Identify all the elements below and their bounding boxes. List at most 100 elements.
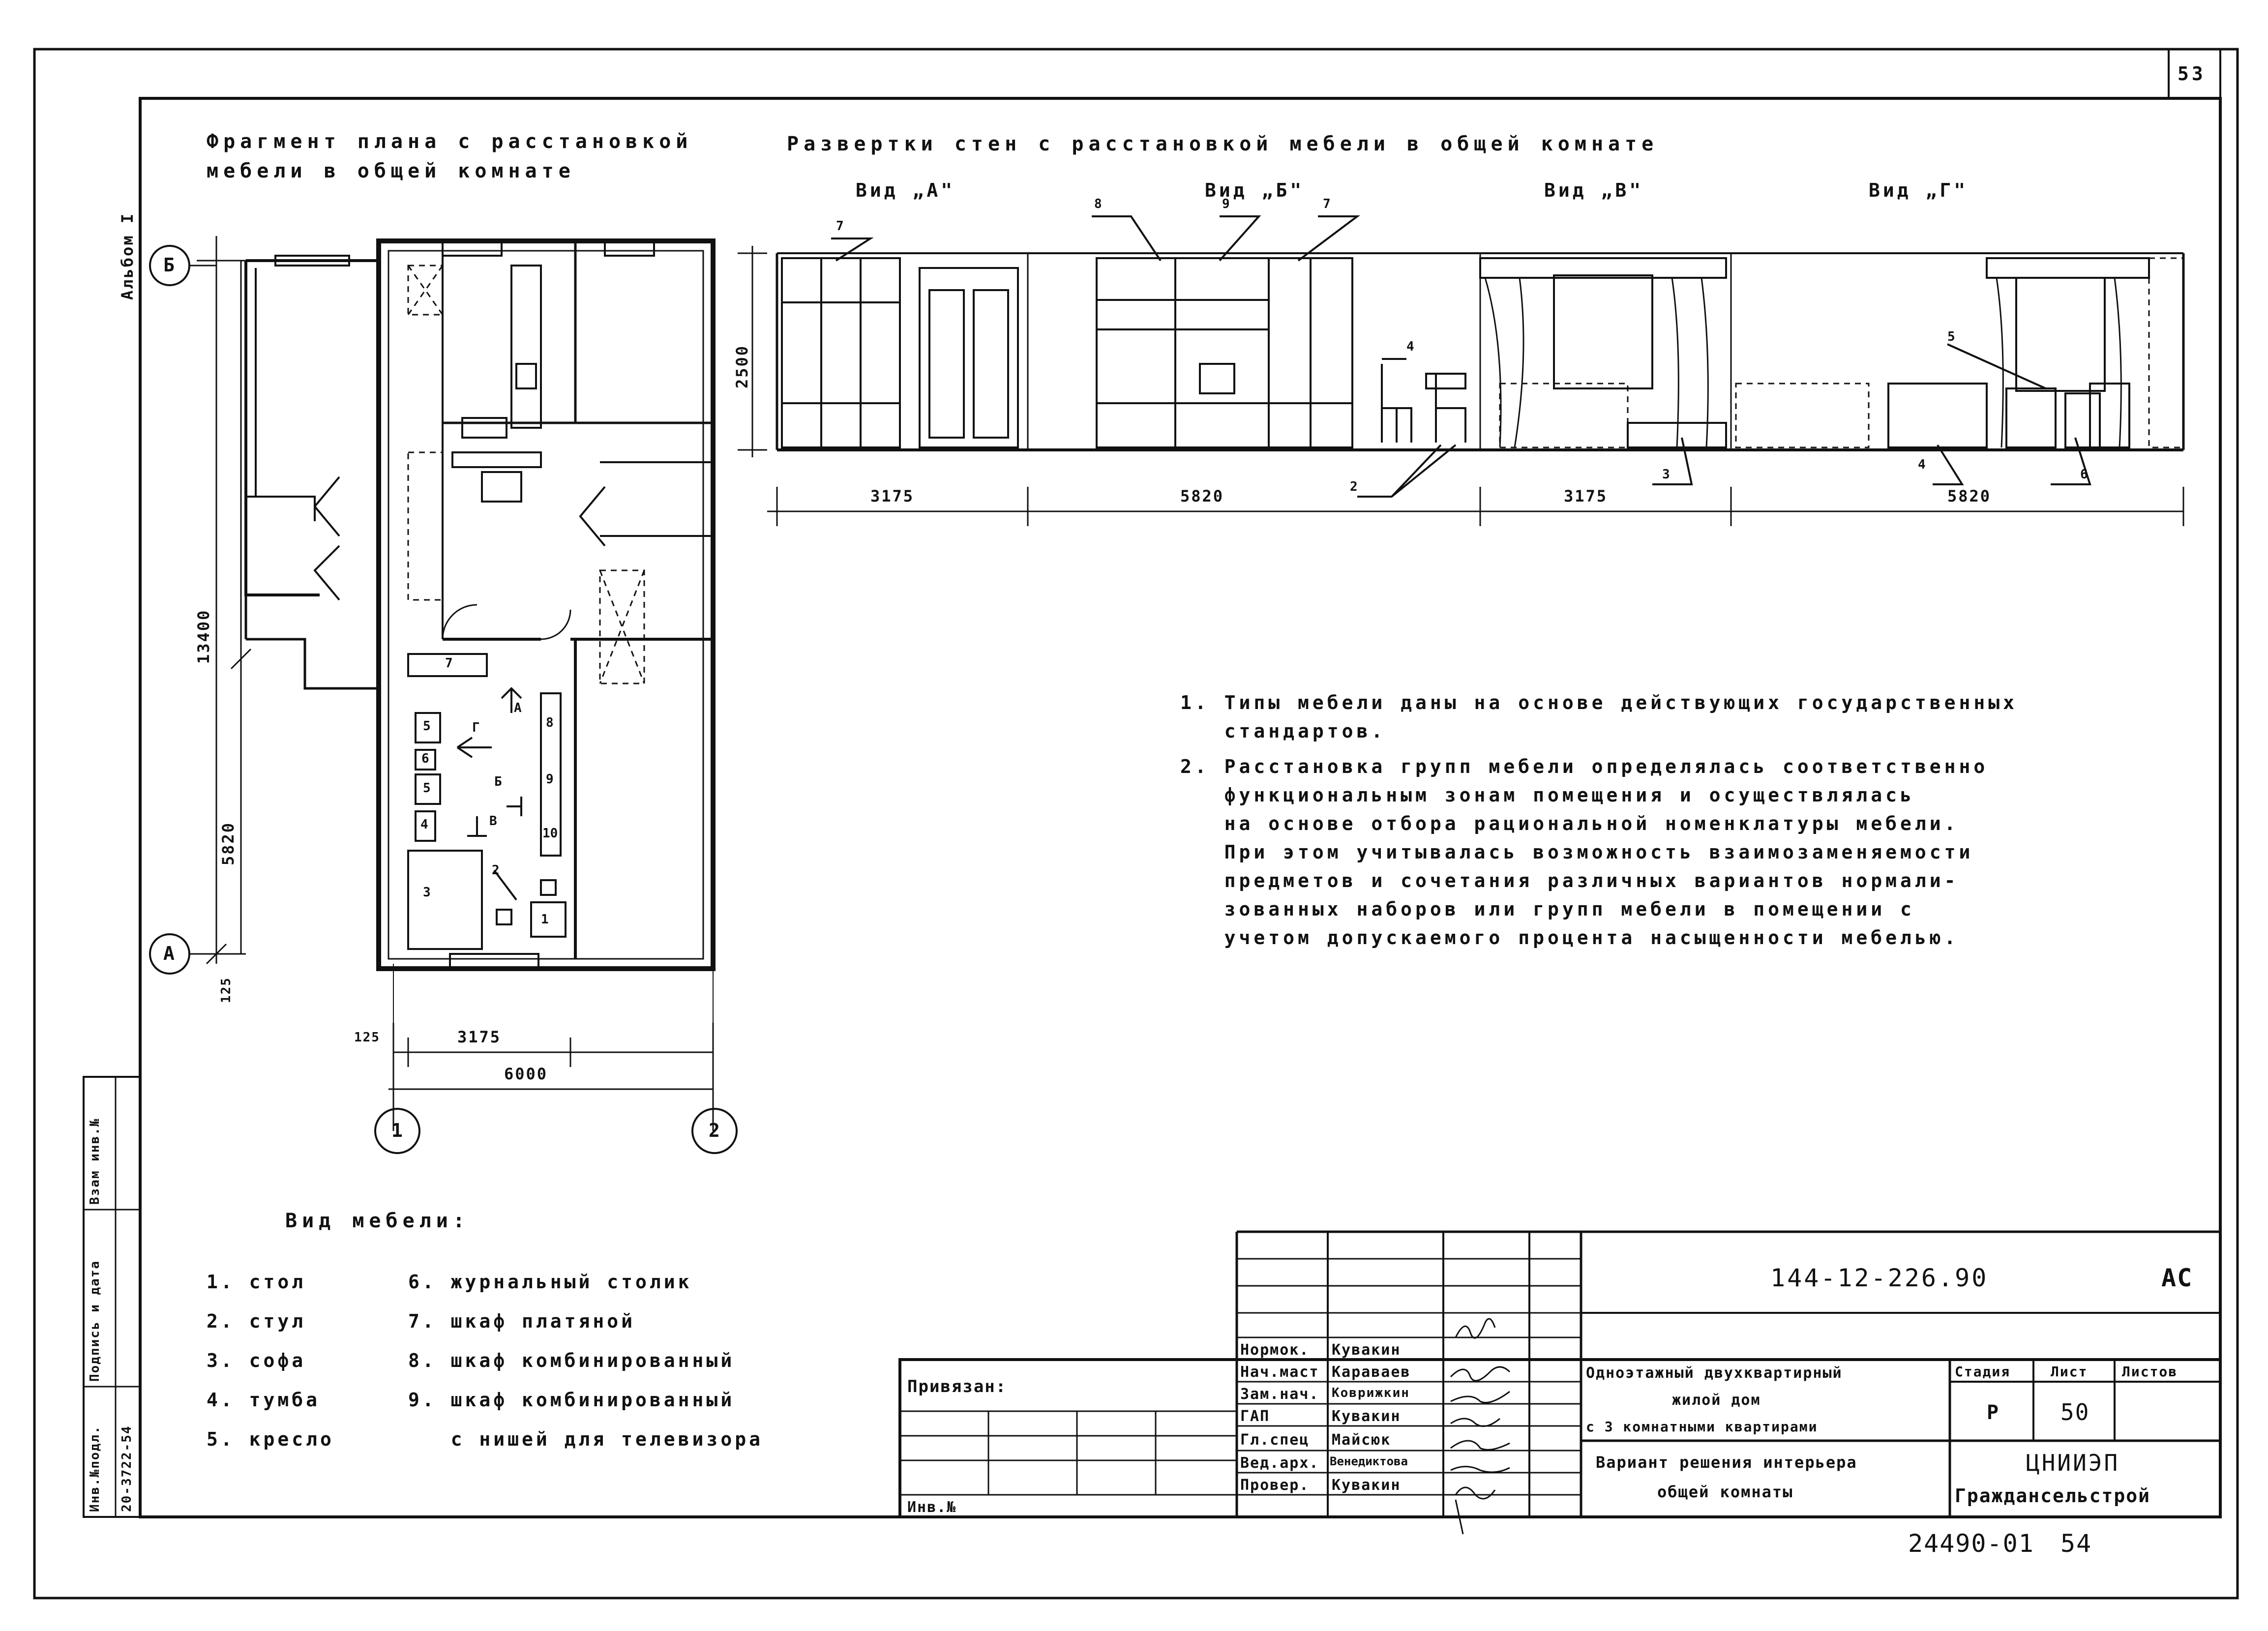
plan-mark: 3 xyxy=(423,885,432,900)
dim-5820: 5820 xyxy=(219,821,238,865)
elevation-callout: 5 xyxy=(1947,329,1956,344)
note-2: 2. Расстановка групп мебели определялась… xyxy=(1180,756,1989,949)
elevation-callout: 6 xyxy=(2080,467,2089,482)
view-mark-a: А xyxy=(514,701,523,715)
plan-mark: 2 xyxy=(492,863,501,878)
view-mark-g: Г xyxy=(472,720,481,735)
sheet-value: 50 xyxy=(2060,1399,2090,1425)
legend-title: Вид мебели: xyxy=(285,1210,470,1232)
person-name: Кувакин xyxy=(1332,1341,1401,1359)
legend-item: 5. кресло xyxy=(207,1428,334,1450)
role-label: Нач.маст xyxy=(1240,1364,1319,1381)
elevation-callout: 3 xyxy=(1662,467,1671,482)
plan-mark: 7 xyxy=(445,656,454,671)
role-label: ГАП xyxy=(1240,1408,1270,1425)
legend-item: 6. журнальный столик xyxy=(408,1271,692,1293)
elevation-dim: 3175 xyxy=(1564,487,1608,505)
album-label: Альбом I xyxy=(118,212,137,300)
person-name: Кувакин xyxy=(1332,1408,1401,1425)
dim-125-bottom: 125 xyxy=(354,1030,380,1045)
stage-value: Р xyxy=(1987,1401,2000,1424)
plan-mark: 9 xyxy=(546,772,555,787)
legend-item: 8. шкаф комбинированный xyxy=(408,1350,735,1371)
elevation-callout: 4 xyxy=(1406,339,1415,354)
doc-code: 144-12-226.90 xyxy=(1770,1264,1989,1292)
floor-plan xyxy=(244,238,716,971)
legend-item: 9. шкаф комбинированный xyxy=(408,1389,735,1411)
axis-2-label: 2 xyxy=(709,1120,720,1141)
stage-label: Стадия xyxy=(1955,1364,2011,1380)
view-g-title: Вид „Г" xyxy=(1869,179,1969,201)
wall-elevations xyxy=(776,215,2185,498)
person-name: Кувакин xyxy=(1332,1477,1401,1494)
org-line1: ЦНИИЭП xyxy=(2026,1450,2120,1476)
view-mark-b: Б xyxy=(494,774,503,789)
project-line2: жилой дом xyxy=(1672,1392,1761,1409)
elevation-callout: 4 xyxy=(1918,457,1927,472)
stamp-vzam: Взам инв.№ xyxy=(88,1118,102,1205)
role-label: Нормок. xyxy=(1240,1341,1310,1359)
plan-mark: 8 xyxy=(546,715,555,730)
view-b-title: Вид „Б" xyxy=(1205,179,1305,201)
stamp-sign-date: Подпись и дата xyxy=(88,1260,102,1382)
stamp-inv-value: 20-3722-54 xyxy=(119,1425,134,1512)
person-name: Коврижкин xyxy=(1332,1386,1410,1400)
sheet-label: Лист xyxy=(2051,1364,2088,1380)
plan-mark: 5 xyxy=(423,781,432,796)
view-a-title: Вид „А" xyxy=(856,179,955,201)
dim-6000: 6000 xyxy=(504,1065,548,1083)
elevation-callout: 7 xyxy=(1323,197,1332,211)
elevation-callout: 7 xyxy=(836,219,845,234)
legend-item: 4. тумба xyxy=(207,1389,321,1411)
sheet-number: 53 xyxy=(2178,63,2206,85)
note-1: 1. Типы мебели даны на основе действующи… xyxy=(1180,692,2018,742)
elevation-callout: 8 xyxy=(1094,197,1103,211)
signatures xyxy=(1450,1318,1511,1535)
legend-item: 2. стул xyxy=(207,1310,306,1332)
sheet-title-line2: общей комнаты xyxy=(1657,1483,1793,1501)
role-label: Провер. xyxy=(1240,1477,1310,1494)
role-label: Зам.нач. xyxy=(1240,1386,1319,1403)
legend-item: 3. софа xyxy=(207,1350,306,1371)
org-line2: Граждансельстрой xyxy=(1955,1485,2151,1507)
person-name: Майсюк xyxy=(1332,1431,1391,1449)
role-label: Гл.спец xyxy=(1240,1431,1310,1449)
view-v-title: Вид „В" xyxy=(1544,179,1644,201)
sheets-label: Листов xyxy=(2122,1364,2178,1380)
person-name: Венедиктова xyxy=(1330,1454,1408,1468)
plan-title-line1: Фрагмент плана с расстановкой xyxy=(207,130,693,153)
footer-code: 24490-01 xyxy=(1908,1529,2034,1558)
axis-b-label: Б xyxy=(163,254,175,276)
doc-mark: АС xyxy=(2161,1264,2193,1292)
sheet-title-line1: Вариант решения интерьера xyxy=(1596,1453,1857,1472)
dim-3175: 3175 xyxy=(457,1028,502,1046)
project-line1: Одноэтажный двухквартирный xyxy=(1586,1364,1843,1382)
elevation-callout: 2 xyxy=(1350,479,1359,494)
stamp-inv-orig: Инв.№подл. xyxy=(88,1425,102,1512)
legend-item: с нишей для телевизора xyxy=(408,1428,763,1450)
legend-item: 1. стол xyxy=(207,1271,306,1293)
elevation-dim: 5820 xyxy=(1947,487,1992,505)
dim-125-left: 125 xyxy=(219,977,234,1003)
plan-mark: 5 xyxy=(423,719,432,734)
elevation-callout: 9 xyxy=(1222,197,1231,211)
plan-mark: 1 xyxy=(541,912,550,927)
privyazan-label: Привязан: xyxy=(907,1377,1007,1396)
plan-mark: 4 xyxy=(420,817,429,832)
plan-mark: 6 xyxy=(421,751,430,766)
elevation-height-dim: 2500 xyxy=(733,344,751,388)
legend-item: 7. шкаф платяной xyxy=(408,1310,636,1332)
footer-page: 54 xyxy=(2060,1529,2092,1558)
elevation-dim: 3175 xyxy=(870,487,915,505)
elevation-dim: 5820 xyxy=(1180,487,1224,505)
axis-1-label: 1 xyxy=(391,1120,403,1141)
inv-no-label: Инв.№ xyxy=(907,1499,957,1516)
dim-13400: 13400 xyxy=(194,609,213,664)
person-name: Караваев xyxy=(1332,1364,1411,1381)
plan-title-line2: мебели в общей комнате xyxy=(207,160,575,182)
axis-a-label: А xyxy=(163,943,175,964)
elevations-title: Развертки стен с расстановкой мебели в о… xyxy=(787,133,1659,155)
view-mark-v: В xyxy=(489,814,498,829)
